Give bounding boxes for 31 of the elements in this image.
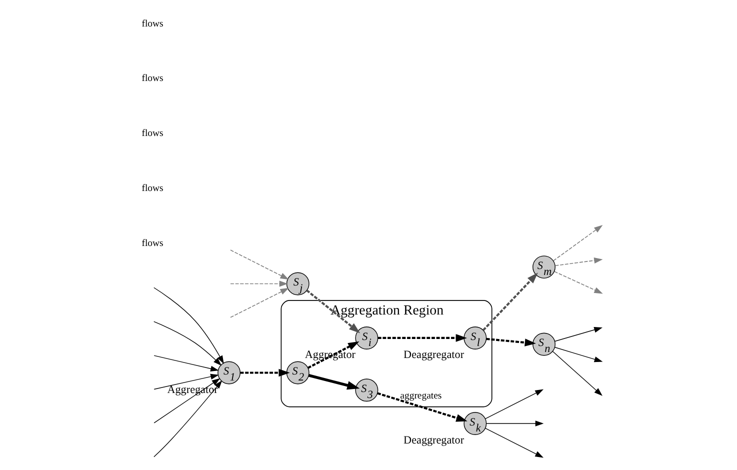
arrow [552,225,602,262]
arrow [230,250,288,280]
arrow [240,368,290,377]
edge-label: aggregates [400,390,442,402]
arrow [554,271,602,294]
arrow [554,327,602,342]
node-label: Deaggregator [403,434,464,447]
arrow [486,338,536,346]
arrow [554,257,602,266]
arrow [377,334,466,342]
label: flows [141,183,163,194]
arrow [306,290,360,334]
arrow [153,355,218,372]
arrow [482,272,538,331]
arrow [484,428,544,458]
arrow [153,287,224,366]
arrow [153,378,222,458]
arrow [552,351,602,396]
arrow [230,280,288,287]
arrow [486,420,544,426]
label: flows [141,238,163,249]
arrow [484,389,544,420]
label: flows [141,128,163,140]
arrow [230,288,288,318]
arrow [153,321,224,366]
label: flows [141,73,163,84]
label: flows [141,18,163,30]
node-label: Deaggregator [403,349,464,361]
arrow [308,374,360,390]
arrow [376,392,467,422]
arrow [554,346,602,362]
